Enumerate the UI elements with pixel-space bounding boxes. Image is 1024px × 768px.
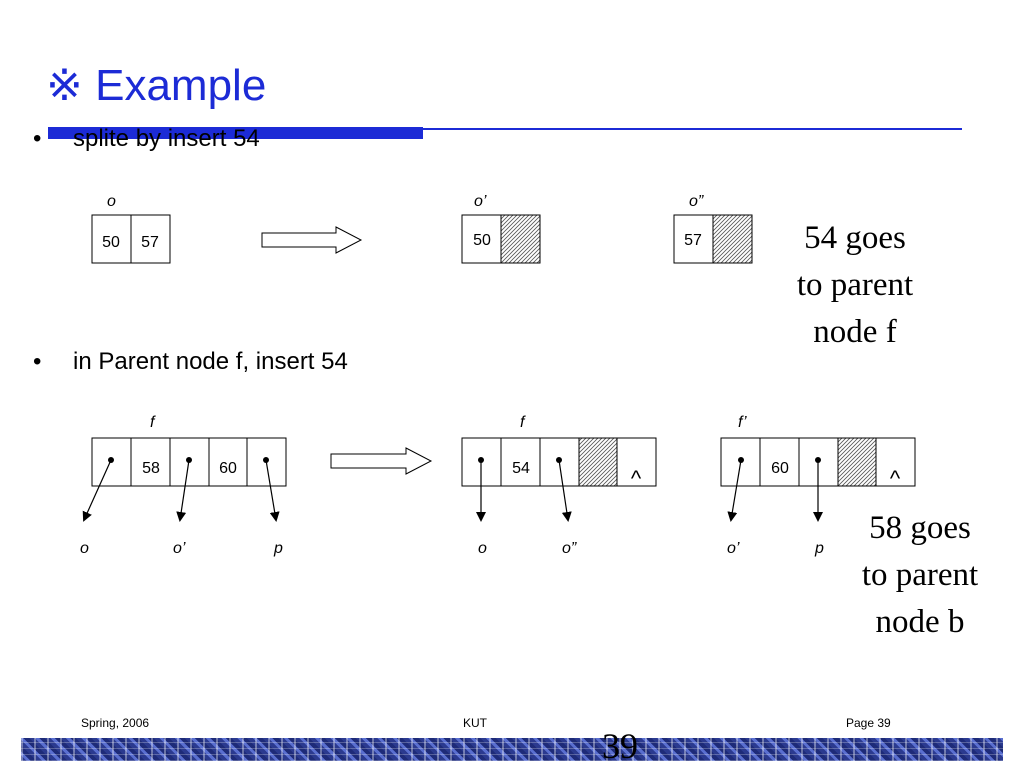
empty-cell-hatched [578, 437, 618, 487]
key-value: 50 [473, 232, 491, 249]
slide-title-text: Example [95, 61, 267, 110]
child-label: p [273, 540, 283, 557]
child-pointer-arrow [176, 459, 190, 522]
node-label: f’ [738, 414, 747, 431]
slide-title: ※ Example [46, 64, 266, 108]
bullet-text: in Parent node f, insert 54 [73, 348, 348, 375]
transform-arrow-icon [261, 226, 363, 254]
node-label: o [107, 193, 116, 210]
key-cell [673, 214, 714, 264]
key-value: 54 [512, 460, 530, 477]
child-pointer-arrow [82, 459, 112, 522]
decorative-circuit-band [21, 738, 1003, 761]
key-cell [130, 214, 171, 264]
key-value: 57 [684, 232, 702, 249]
node-label: f [150, 414, 156, 431]
node-o-double-prime: o” 57 [673, 193, 753, 264]
child-label: o [478, 540, 487, 557]
null-pointer-cell [616, 437, 657, 487]
key-value: 58 [142, 460, 160, 477]
bullet-item-1: • splite by insert 54 [33, 127, 260, 151]
bullet-marker: • [33, 125, 42, 152]
diagram-parent-insert: f 58 60 o o’ p f 54 [80, 414, 916, 557]
bullet-item-2: • in Parent node f, insert 54 [33, 350, 348, 374]
key-cell [208, 437, 248, 487]
key-cell [130, 437, 171, 487]
child-label: o [80, 540, 89, 557]
page-number: 39 [602, 726, 638, 766]
key-cell [461, 214, 502, 264]
note-line: to parent [796, 267, 914, 303]
child-pointer-arrow [265, 459, 280, 522]
node-label: f [520, 414, 526, 431]
child-label: p [814, 540, 824, 557]
node-f-prime: f’ 60 ^ o’ p [720, 414, 916, 557]
child-label: o” [562, 540, 577, 557]
footer-right: Page 39 [846, 716, 891, 730]
bullet-text: splite by insert 54 [73, 125, 260, 152]
empty-cell-hatched [712, 214, 753, 264]
diagram-split: o 50 57 o’ 50 o” 57 [91, 193, 753, 264]
bullet-marker: • [33, 348, 42, 375]
key-value: 50 [102, 234, 120, 251]
node-o: o 50 57 [91, 193, 171, 264]
note-line: 54 goes [804, 220, 906, 256]
empty-cell-hatched [500, 214, 541, 264]
note-line: node f [813, 314, 897, 350]
key-cell [500, 437, 541, 487]
node-label: o’ [474, 193, 487, 210]
reference-mark-icon: ※ [46, 61, 83, 110]
node-o-prime: o’ 50 [461, 193, 541, 264]
key-value: 60 [219, 460, 237, 477]
null-pointer-marker: ^ [631, 466, 642, 491]
child-pointer-arrow [558, 459, 572, 522]
child-pointer-arrow [727, 459, 742, 522]
node-f-before: f 58 60 o o’ p [80, 414, 287, 557]
note-parent-split-result: 58 goes to parent node b [835, 505, 1005, 646]
title-underline-thick [48, 127, 423, 139]
key-value: 57 [141, 234, 159, 251]
note-line: to parent [861, 557, 979, 593]
note-line: node b [875, 604, 965, 640]
note-line: 58 goes [869, 510, 971, 546]
node-f-after: f 54 ^ o o” [461, 414, 657, 557]
footer-left: Spring, 2006 [81, 716, 150, 730]
empty-cell-hatched [837, 437, 877, 487]
node-label: o” [689, 193, 704, 210]
key-cell [759, 437, 800, 487]
child-label: o’ [173, 540, 186, 557]
transform-arrow-icon [330, 447, 433, 475]
null-pointer-marker: ^ [890, 466, 901, 491]
note-split-result: 54 goes to parent node f [770, 215, 940, 356]
child-label: o’ [727, 540, 740, 557]
footer-center: KUT [463, 716, 487, 730]
key-value: 60 [771, 460, 789, 477]
title-underline-thin [48, 128, 962, 130]
null-pointer-cell [875, 437, 916, 487]
